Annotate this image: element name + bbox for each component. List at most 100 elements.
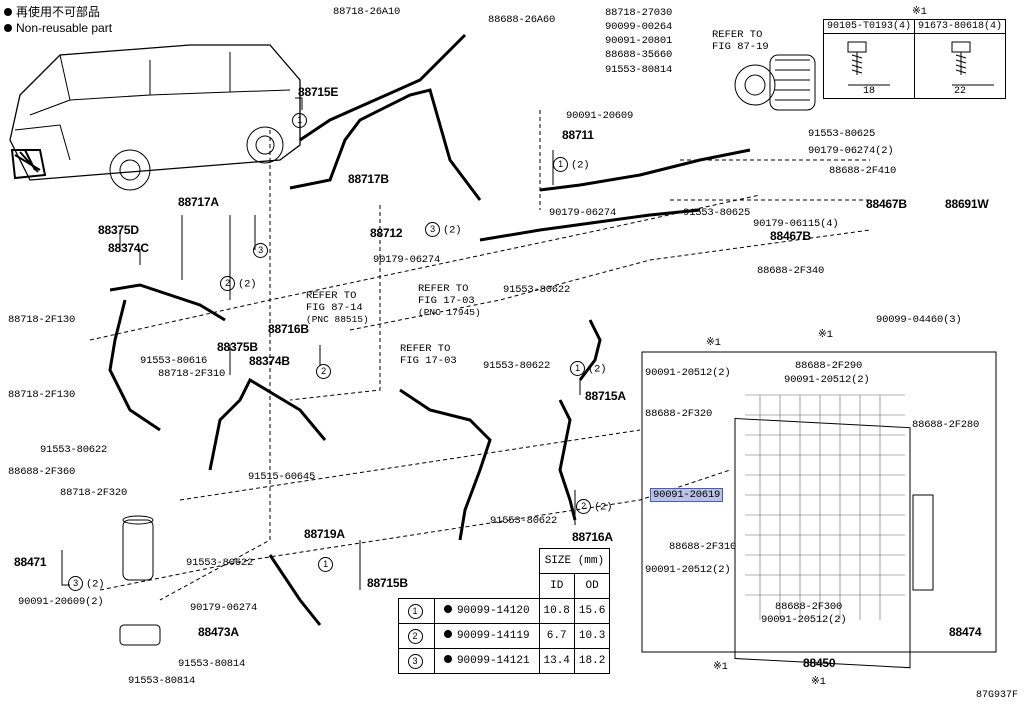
part-label[interactable]: 91553-80814 — [128, 675, 196, 687]
part-label[interactable]: 91553-80622 — [186, 557, 254, 569]
callout: 3(2) — [425, 222, 462, 237]
bullet-icon — [443, 605, 452, 613]
part-label[interactable]: 88691W — [945, 197, 989, 211]
part-label[interactable]: 91553-80622 — [40, 444, 108, 456]
part-label[interactable]: 88711 — [562, 128, 594, 142]
part-label[interactable]: 90099-00264 — [605, 21, 673, 33]
part-label[interactable]: 88375B — [217, 340, 258, 354]
part-label[interactable]: 88688-2F310 — [669, 541, 737, 553]
part-label[interactable]: 88715B — [367, 576, 408, 590]
size-id: 13.4 — [538, 648, 575, 674]
part-label[interactable]: 90091-20609(2) — [18, 596, 104, 608]
part-label[interactable]: 88450 — [803, 656, 836, 670]
part-label[interactable]: 88688-2F360 — [8, 466, 76, 478]
callout: 2(2) — [220, 276, 257, 291]
part-label[interactable]: 88471 — [14, 555, 47, 569]
part-label[interactable]: 88688-2F300 — [775, 601, 843, 613]
part-label[interactable]: 90091-20512(2) — [645, 367, 731, 379]
part-label[interactable]: 88688-2F320 — [645, 408, 713, 420]
part-label[interactable]: 88374C — [108, 241, 149, 255]
part-label[interactable]: 88715E — [298, 85, 339, 99]
bolt-col1[interactable]: 90105-T0193(4) — [822, 19, 916, 34]
circle-number: 2 — [407, 628, 423, 644]
bolt-dim2: 22 — [914, 33, 1007, 99]
callout: 1(2) — [553, 157, 590, 172]
part-label[interactable]: 88688-2F280 — [912, 419, 980, 431]
part-label[interactable]: 91553-80625 — [683, 207, 751, 219]
part-label[interactable]: 90091-20609 — [566, 110, 634, 122]
size-od: 18.2 — [573, 648, 611, 674]
part-label[interactable]: 91553-80616 — [140, 355, 208, 367]
part-label[interactable]: 90179-06274 — [549, 207, 617, 219]
part-label[interactable]: 90099-04460(3) — [876, 314, 962, 326]
part-label[interactable]: 88688-26A60 — [488, 14, 556, 26]
part-label[interactable]: 88374B — [249, 354, 290, 368]
callout: 2(2) — [576, 499, 613, 514]
part-label[interactable]: 88688-2F340 — [757, 265, 825, 277]
part-label[interactable]: 91553-80814 — [605, 64, 673, 76]
part-label[interactable]: 90179-06274 — [190, 602, 258, 614]
part-label[interactable]: 88712 — [370, 226, 403, 240]
part-label[interactable]: 88715A — [585, 389, 626, 403]
part-label-highlighted[interactable]: 90091-20619 — [650, 488, 724, 502]
part-label[interactable]: 90091-20801 — [605, 35, 673, 47]
part-label[interactable]: 88716B — [268, 322, 309, 336]
part-number[interactable]: 90099-14119 — [456, 630, 530, 642]
part-label[interactable]: 88719A — [304, 527, 345, 541]
part-label[interactable]: 91515-60645 — [248, 471, 316, 483]
part-label[interactable]: 91553-80814 — [178, 658, 246, 670]
part-label[interactable]: 88718-27030 — [605, 7, 673, 19]
bullet-icon — [443, 655, 452, 663]
part-label[interactable]: 90091-20512(2) — [761, 614, 847, 626]
part-label[interactable]: 88473A — [198, 625, 239, 639]
condenser — [734, 394, 934, 669]
part-label[interactable]: 88717B — [348, 172, 389, 186]
bolt-dim1: 18 — [822, 33, 916, 99]
part-label[interactable]: 91553-80622 — [483, 360, 551, 372]
part-label[interactable]: 90091-20512(2) — [645, 564, 731, 576]
part-label[interactable]: 91553-80622 — [490, 515, 558, 527]
part-label[interactable]: 88688-2F410 — [829, 165, 897, 177]
part-number[interactable]: 90099-14120 — [456, 605, 530, 617]
part-label[interactable]: 88474 — [949, 625, 982, 639]
part-label[interactable]: 88467B — [866, 197, 907, 211]
part-label[interactable]: 88717A — [178, 195, 219, 209]
size-od: 10.3 — [573, 623, 611, 649]
compressor — [734, 54, 816, 111]
callout: 3(2) — [68, 576, 105, 591]
circle-number: 1 — [407, 603, 423, 619]
part-number[interactable]: 90099-14121 — [456, 655, 530, 667]
part-label[interactable]: 90179-06115(4) — [753, 218, 839, 230]
part-label[interactable]: 90179-06274 — [373, 254, 441, 266]
bolt-col2[interactable]: 91673-80618(4) — [914, 19, 1007, 34]
part-label[interactable]: 88467B — [770, 229, 811, 243]
part-label[interactable]: 88718-2F320 — [60, 487, 128, 499]
part-label[interactable]: 90179-06274(2) — [808, 145, 894, 157]
note-mark: ※1 — [818, 329, 833, 341]
bullet-icon — [443, 630, 452, 638]
part-label[interactable]: 88718-26A10 — [333, 6, 401, 18]
receiver-dryer — [119, 515, 161, 646]
part-label[interactable]: 88716A — [572, 530, 613, 544]
condenser-group-frame — [641, 351, 997, 653]
hose-size-table: SIZE (mm) ID OD 1 90099-14120 10.8 15.6 … — [398, 548, 611, 674]
part-label[interactable]: 91553-80625 — [808, 128, 876, 140]
part-label[interactable]: 88375D — [98, 223, 139, 237]
figure-code: 87G937F — [975, 690, 1018, 701]
size-od-label: OD — [573, 573, 611, 599]
part-label[interactable]: 88718-2F130 — [8, 389, 76, 401]
legend-en: Non-reusable part — [16, 21, 113, 35]
part-label[interactable]: 90091-20512(2) — [784, 374, 870, 386]
circle-number: 3 — [407, 653, 423, 669]
part-label[interactable]: 88718-2F130 — [8, 314, 76, 326]
note-mark: ※1 — [811, 676, 826, 688]
part-label[interactable]: 88718-2F310 — [158, 368, 226, 380]
part-label[interactable]: 91553-80622 — [503, 284, 571, 296]
part-label[interactable]: 88688-2F290 — [795, 360, 863, 372]
part-label[interactable]: 88688-35660 — [605, 49, 673, 61]
legend: 再使用不可部品 Non-reusable part — [4, 4, 112, 36]
